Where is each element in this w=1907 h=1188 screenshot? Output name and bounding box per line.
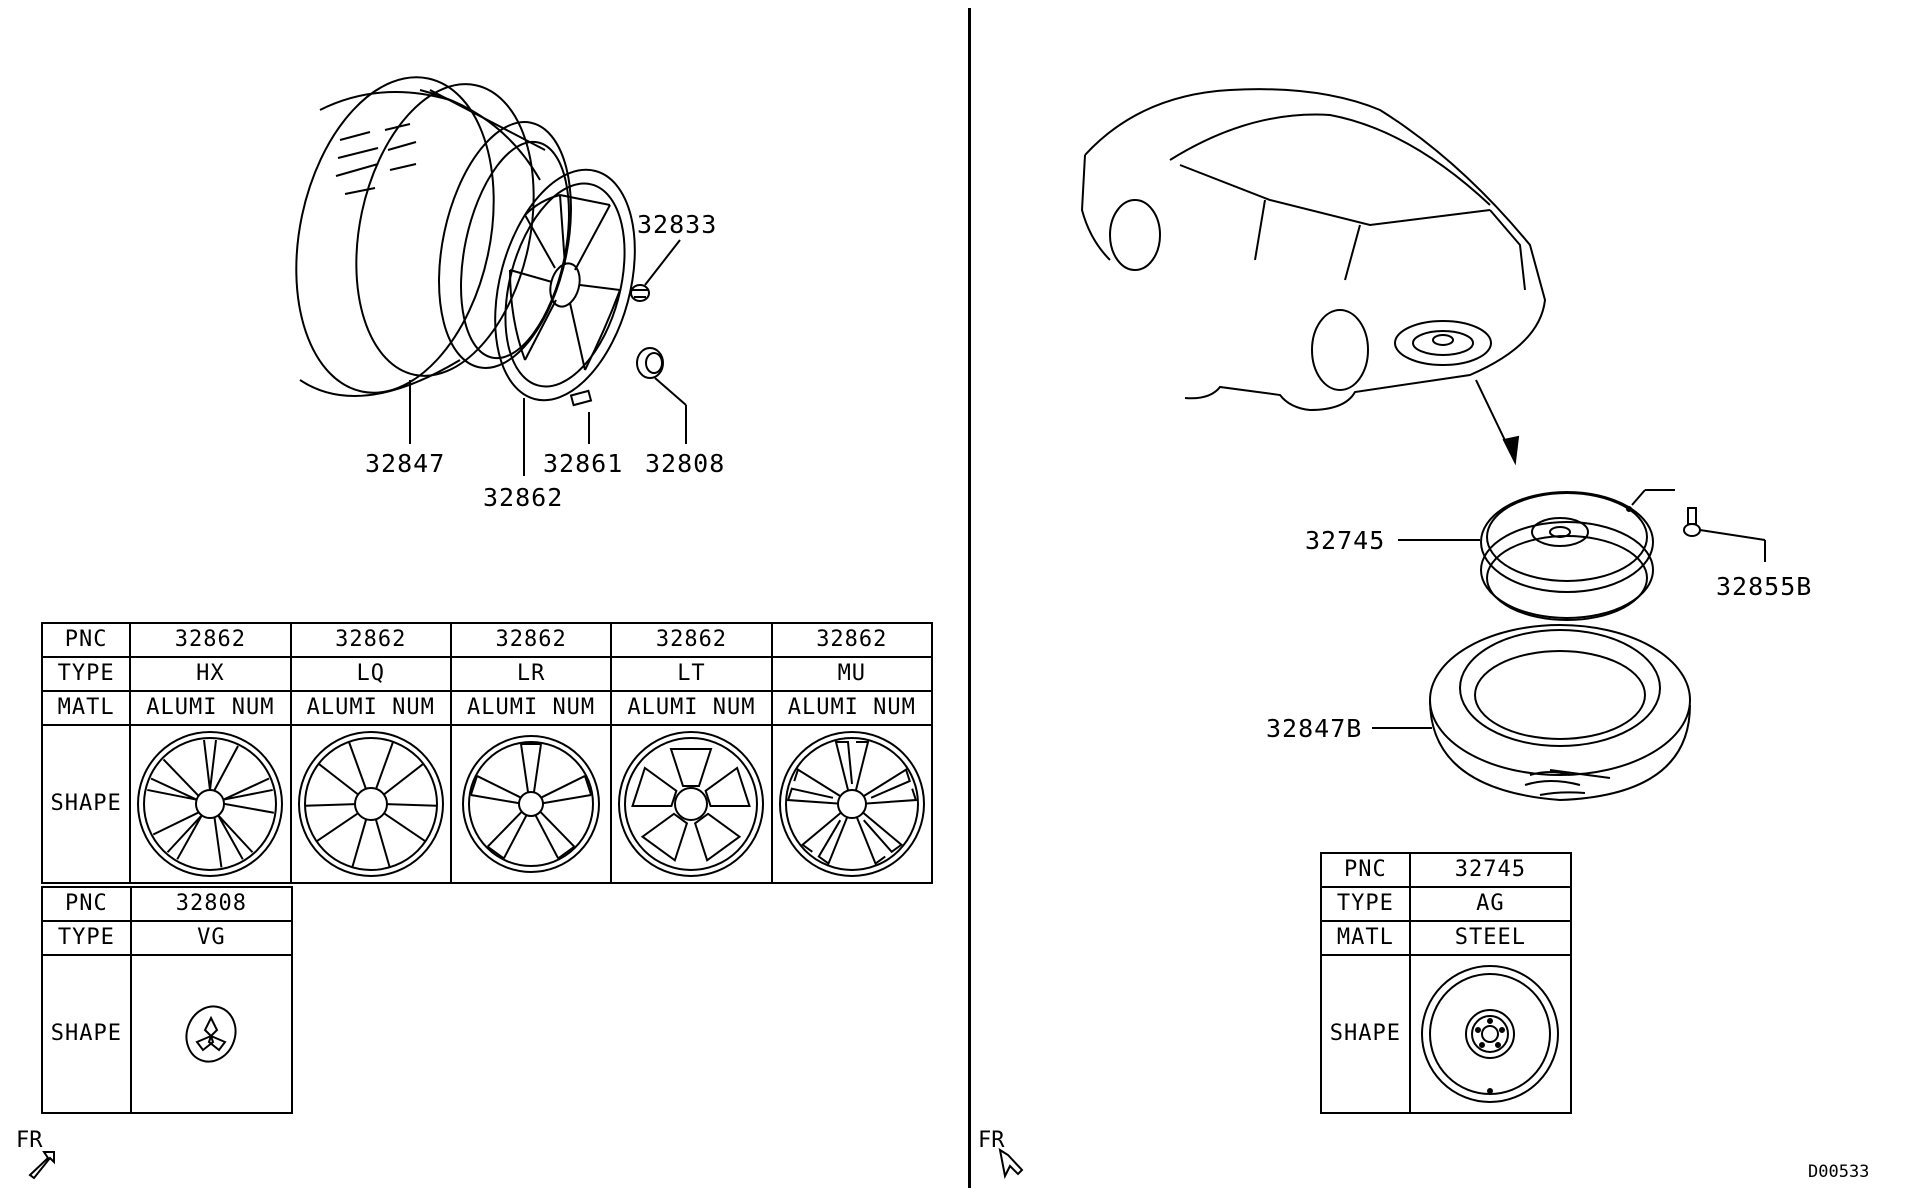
shape-header: SHAPE xyxy=(1320,954,1411,1114)
cap-table: PNC 32808 TYPE VG SHAPE xyxy=(41,886,294,1114)
drawing-code: D00533 xyxy=(1808,1162,1870,1182)
shape-cell xyxy=(610,724,773,884)
spare-table: PNC 32745 TYPE AG MATL STEEL SHAPE xyxy=(1320,852,1573,1114)
front-direction-label: FR xyxy=(16,1128,43,1153)
left-leader-lines xyxy=(409,239,687,476)
type-cell: LT xyxy=(610,656,773,692)
callout-32847: 32847 xyxy=(365,449,446,478)
pnc-cell: 32862 xyxy=(129,622,292,658)
matl-cell: ALUMI NUM xyxy=(770,690,934,726)
wheel-mu-icon xyxy=(778,731,925,877)
shape-cell xyxy=(129,954,294,1114)
matl-cell: ALUMI NUM xyxy=(129,690,292,726)
wheel-drawing xyxy=(494,168,636,407)
nut-and-cap-drawing xyxy=(630,284,664,379)
matl-cell: ALUMI NUM xyxy=(610,690,773,726)
tire-drawing xyxy=(295,76,572,397)
shape-cell xyxy=(129,724,292,884)
callout-32861: 32861 xyxy=(543,449,624,478)
wheel-hx-icon xyxy=(137,731,284,877)
type-cell: AG xyxy=(1408,886,1573,922)
center-cap-icon xyxy=(185,1005,237,1063)
shape-header: SHAPE xyxy=(40,724,132,884)
front-direction-label: FR xyxy=(978,1128,1005,1153)
callout-32833: 32833 xyxy=(637,210,718,239)
type-cell: LQ xyxy=(289,656,452,692)
shape-cell xyxy=(1408,954,1573,1114)
wheel-table: PNC 32862 32862 32862 32862 32862 TYPE H… xyxy=(40,622,934,884)
callout-32847b: 32847B xyxy=(1266,714,1363,743)
shape-header: SHAPE xyxy=(41,954,132,1114)
car-drawing xyxy=(1080,88,1547,412)
location-arrow xyxy=(1475,379,1520,466)
type-header: TYPE xyxy=(40,656,132,692)
type-header: TYPE xyxy=(41,920,132,956)
fr-arrows xyxy=(28,1147,1024,1180)
wheel-lr-icon xyxy=(462,735,601,873)
wheel-lq-icon xyxy=(297,731,444,877)
matl-cell: ALUMI NUM xyxy=(449,690,613,726)
pnc-cell: 32862 xyxy=(449,622,613,658)
callout-32808: 32808 xyxy=(645,449,726,478)
shape-cell xyxy=(289,724,452,884)
pnc-cell: 32862 xyxy=(289,622,452,658)
right-leader-lines xyxy=(1372,489,1766,729)
type-cell: HX xyxy=(129,656,292,692)
pnc-header: PNC xyxy=(40,622,132,658)
type-cell: LR xyxy=(449,656,613,692)
type-cell: VG xyxy=(129,920,294,956)
panel-divider xyxy=(968,8,971,1188)
matl-header: MATL xyxy=(40,690,132,726)
matl-cell: STEEL xyxy=(1408,920,1573,956)
pnc-cell: 32862 xyxy=(770,622,934,658)
valve-drawing xyxy=(1683,507,1701,537)
type-header: TYPE xyxy=(1320,886,1411,922)
matl-cell: ALUMI NUM xyxy=(289,690,452,726)
callout-32855b: 32855B xyxy=(1716,572,1813,601)
callout-32862: 32862 xyxy=(483,483,564,512)
spare-wheel-drawing xyxy=(1480,491,1654,621)
steel-spare-wheel-icon xyxy=(1421,965,1560,1103)
pnc-cell: 32862 xyxy=(610,622,773,658)
shape-cell xyxy=(449,724,613,884)
matl-header: MATL xyxy=(1320,920,1411,956)
pnc-header: PNC xyxy=(41,886,132,922)
spare-tire-drawing xyxy=(1429,624,1691,802)
pnc-header: PNC xyxy=(1320,852,1411,888)
pnc-cell: 32745 xyxy=(1408,852,1573,888)
callout-32745: 32745 xyxy=(1305,526,1386,555)
pnc-cell: 32808 xyxy=(129,886,294,922)
wheel-lt-icon xyxy=(618,731,765,877)
type-cell: MU xyxy=(770,656,934,692)
shape-cell xyxy=(770,724,934,884)
